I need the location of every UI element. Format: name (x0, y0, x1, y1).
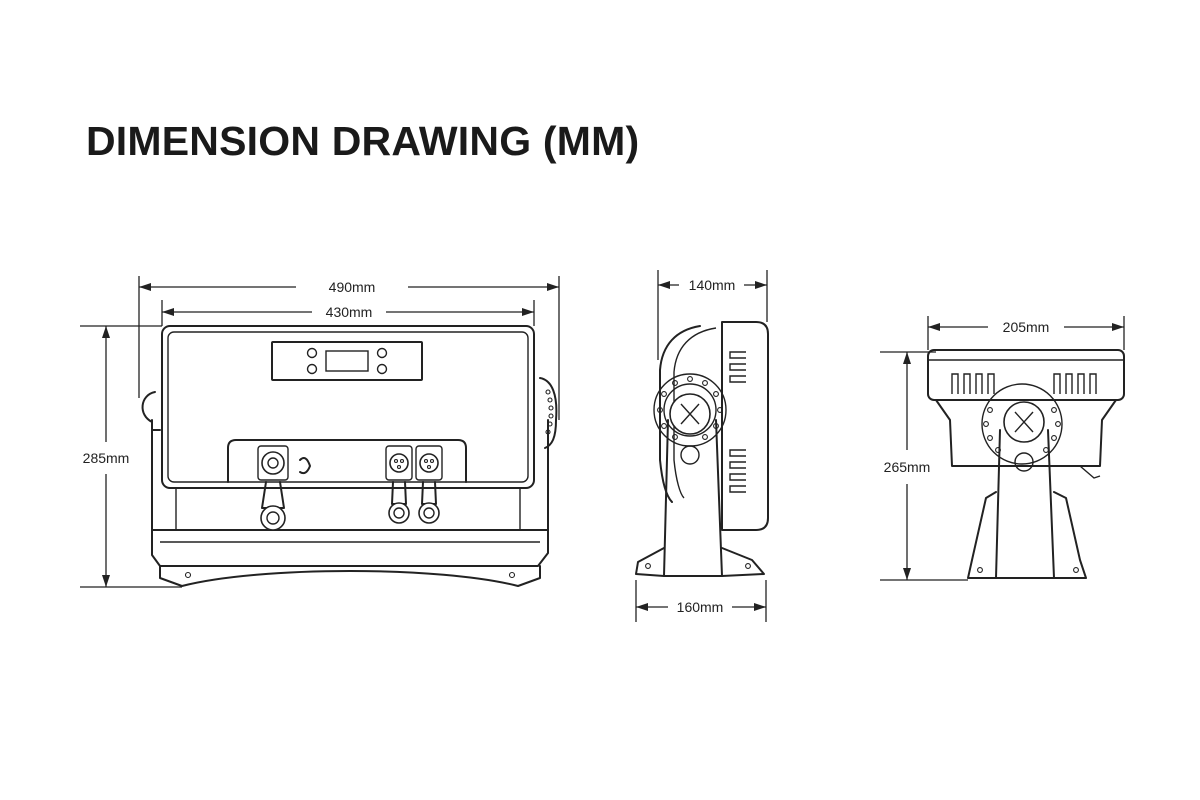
side-base-depth-label: 160mm (677, 599, 724, 615)
rear-height-label: 265mm (884, 459, 931, 475)
front-height-label: 285mm (83, 450, 130, 466)
page-title: DIMENSION DRAWING (MM) (86, 118, 640, 164)
side-view: 140mm 160mm (635, 270, 769, 622)
front-view: 490mm 430mm 285mm (80, 276, 560, 588)
side-top-depth-label: 140mm (689, 277, 736, 293)
rear-width-label: 205mm (1003, 319, 1050, 335)
front-overall-width-label: 490mm (329, 279, 376, 295)
front-body-width-label: 430mm (326, 304, 373, 320)
rear-view: 205mm 265mm (880, 316, 1125, 581)
